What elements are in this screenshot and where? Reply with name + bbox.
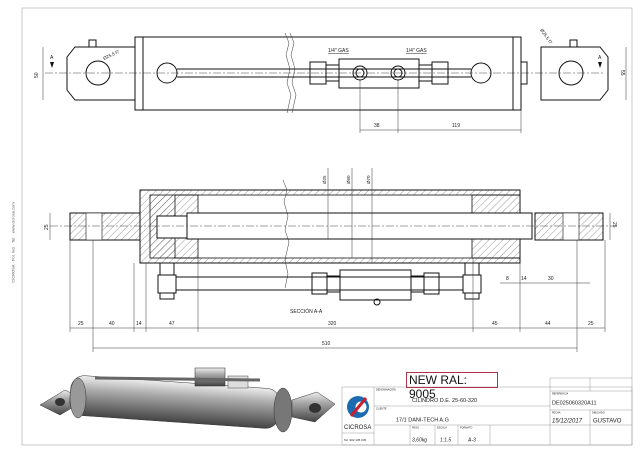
drawing-frame [21,7,633,446]
port-left-label: 1/4" GAS [328,48,349,54]
format-label: FORMATO [460,427,472,430]
eye-left-diameter: Ø25.5 f7 [102,49,120,61]
dim-label: 40 [109,321,115,327]
date-label: FECHA [552,412,561,415]
dim-label: 320 [328,321,337,327]
dim-eye-left: 25 [44,224,50,230]
ral-color-note: NEW RAL: 9005 [406,372,498,401]
dim-label: 45 [492,321,498,327]
dim-label: 14 [136,321,142,327]
section-mark-left: A [50,55,54,61]
dim-outer-diameter: Ø70 [366,175,371,184]
drawing-date: 15/12/2017 [552,419,583,425]
eye-right-diameter: Ø25.5 f7 [539,28,553,45]
port-right-label: 1/4" GAS [406,48,427,54]
drawing-code: DE025060320A11 [552,401,597,407]
format-value: A-3 [467,438,476,444]
author-label: DIBUJADO [592,412,605,415]
dim-label: 8 [506,276,509,282]
description-label: DENOMINACIÓN [376,389,396,392]
weight-label: PESO [412,427,419,430]
client-label: CLIENTE [376,408,387,411]
cylinder-3d-render [39,367,336,433]
dim-label: 44 [545,321,551,327]
dim-label: 25 [588,321,594,327]
code-label: REFERENCIA [552,393,568,396]
dim-label: 25 [78,321,84,327]
dim-bore-diameter: Ø60 [346,175,351,184]
dim-left-height: 50 [34,72,40,78]
author-name: GUSTAVO [593,419,622,425]
section-mark-right: A [598,55,602,61]
title-block [341,377,633,446]
dim-label: 30 [548,276,554,282]
client-name: 17/1 DANI-TECH A.G [396,418,449,424]
part-description: CILINDRO D.E. 25-60-320 [412,398,477,404]
dim-total: 510 [322,341,331,347]
dim-ports: 38 [374,123,380,129]
company-name: CICROSA [344,425,371,431]
dim-label: 14 [521,276,527,282]
company-logo [347,396,369,418]
dim-right-height: 55 [619,70,625,76]
weight-value: 3,60kg [412,438,427,444]
company-phone: Tel. 902 105 045 [344,438,367,442]
dim-label: 47 [169,321,175,327]
section-view [49,168,615,352]
dim-port-to-end: 119 [452,123,460,129]
scale-value: 1:1.5 [440,438,451,444]
scale-label: ESCALA [437,427,447,430]
bottom-dimensions: 25 40 14 47 320 45 44 25 510 8 14 30 [78,276,594,347]
dim-rod-diameter: Ø25 [322,175,327,184]
dim-eye-right: 25 [611,222,617,228]
section-label: SECCIÓN A-A [290,308,323,315]
top-view [42,32,627,133]
